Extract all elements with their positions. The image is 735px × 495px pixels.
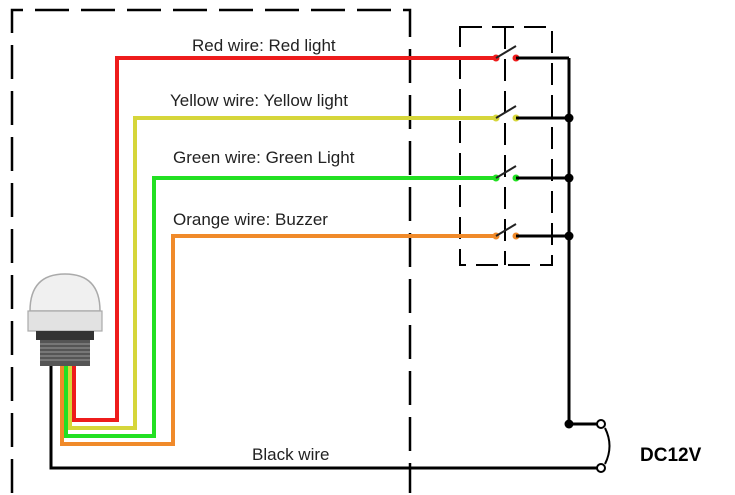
yellow-switch: [492, 105, 520, 122]
green-wire: [64, 176, 496, 438]
device-boundary: [10, 8, 412, 493]
signal-light-device: [27, 273, 103, 366]
green-wire-label: Green wire: Green Light: [173, 148, 355, 167]
power-terminals: [596, 419, 611, 473]
power-label: DC12V: [640, 445, 702, 466]
black-wire: [49, 366, 598, 470]
yellow-wire-label: Yellow wire: Yellow light: [170, 91, 348, 110]
common-return-wires: [516, 56, 597, 426]
orange-wire: [60, 234, 496, 446]
yellow-wire: [68, 116, 496, 430]
orange-wire-label: Orange wire: Buzzer: [173, 210, 328, 229]
red-wire-label: Red wire: Red light: [192, 36, 336, 55]
orange-switch: [492, 223, 520, 240]
junction-dots: [564, 113, 574, 429]
red-wire: [72, 56, 496, 422]
black-wire-label: Black wire: [252, 445, 329, 464]
